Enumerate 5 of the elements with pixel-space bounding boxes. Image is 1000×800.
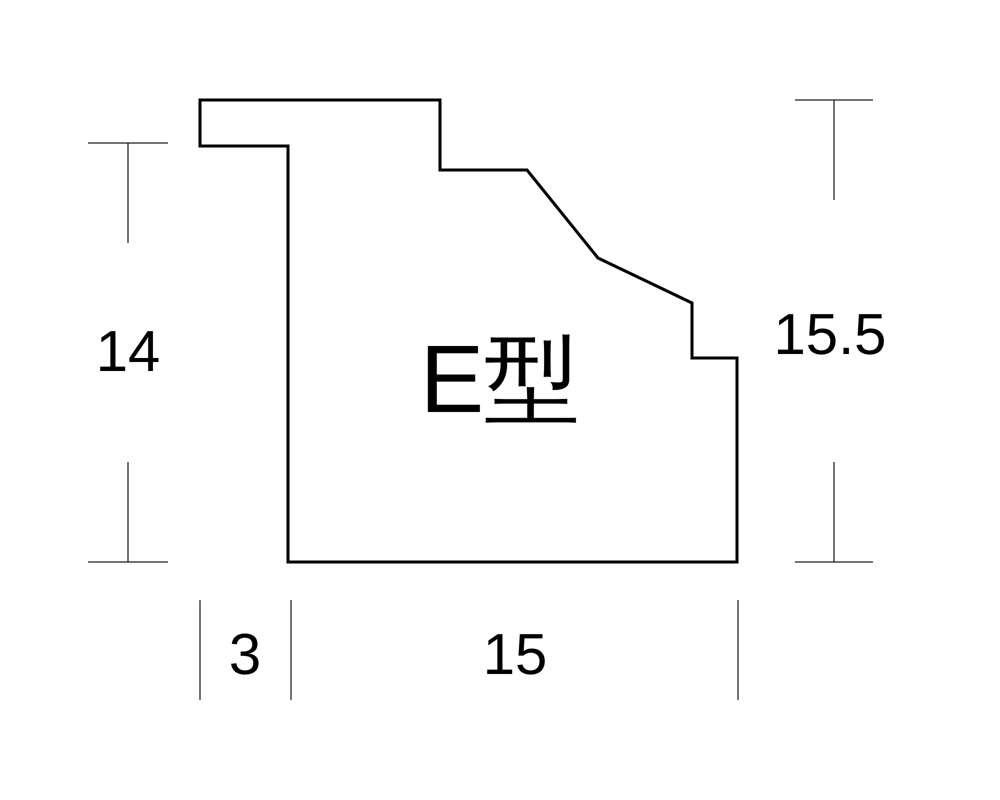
dimension-label: 15.5 <box>774 306 886 364</box>
dimension-label: 3 <box>228 626 262 684</box>
profile-label: E型 <box>420 332 580 428</box>
dimension-label: 15 <box>482 626 548 684</box>
dimension-label: 14 <box>96 323 160 381</box>
